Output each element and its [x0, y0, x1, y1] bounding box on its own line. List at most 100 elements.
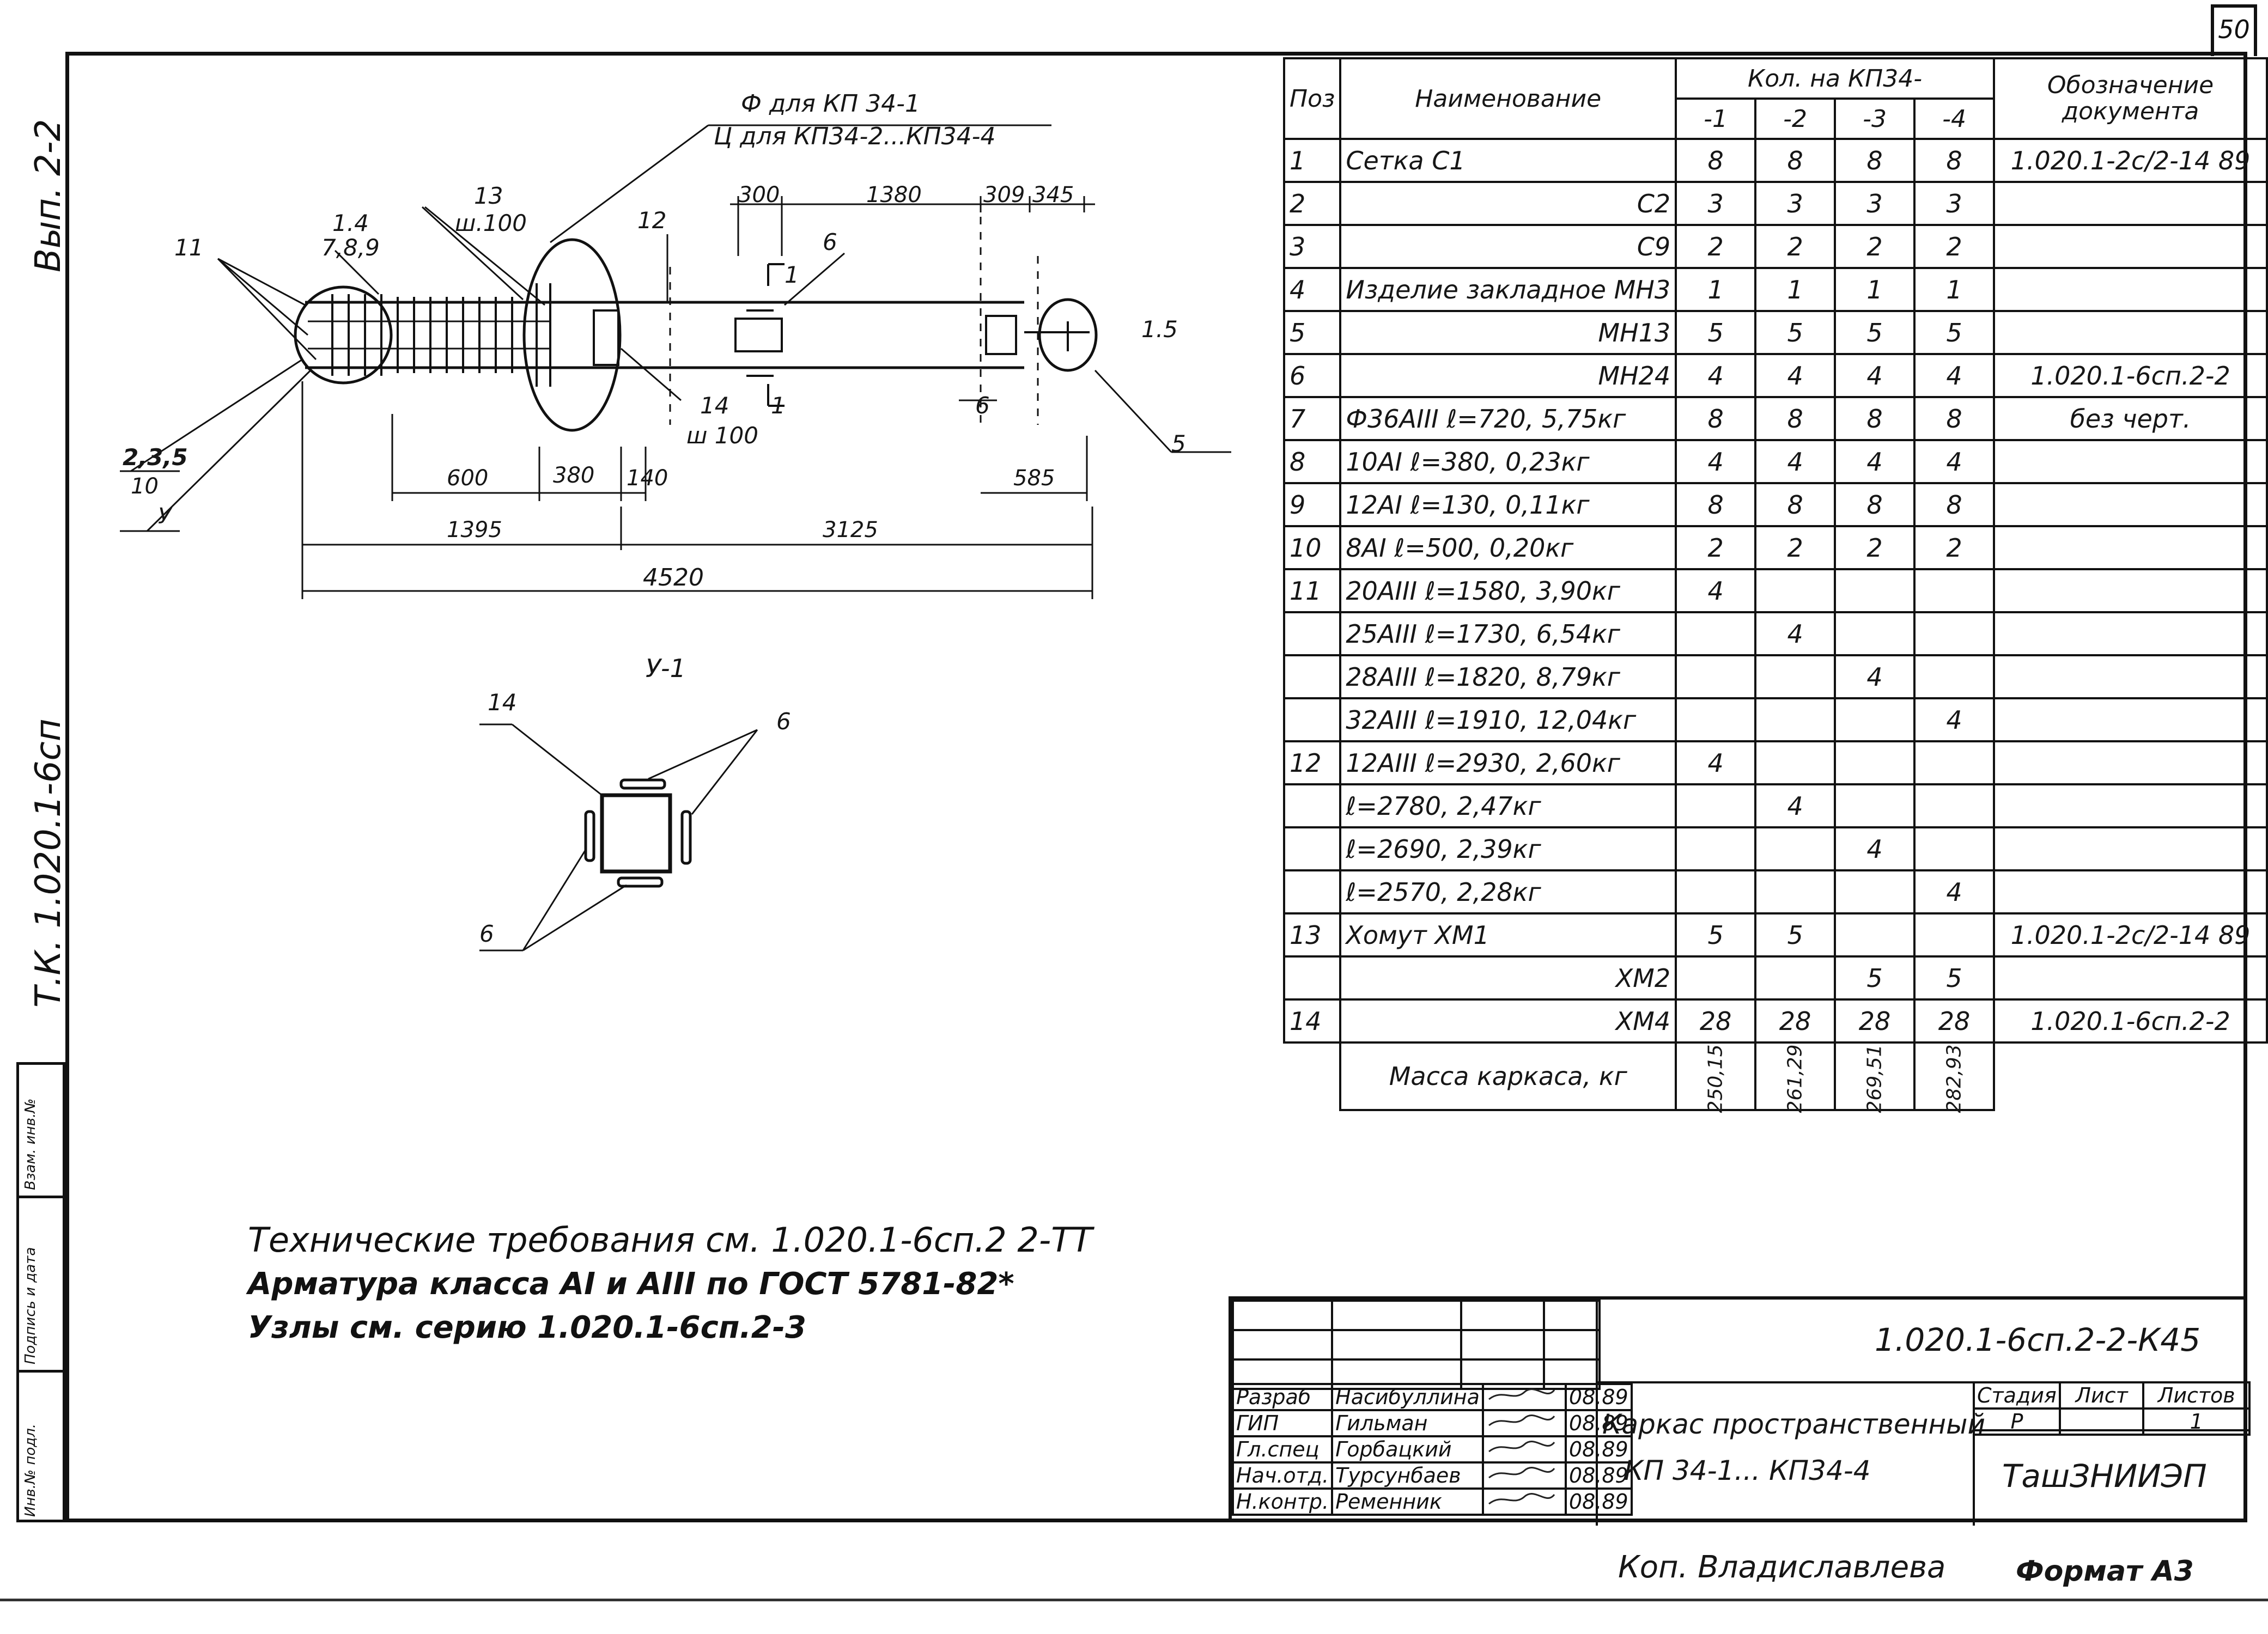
dim-300: 300: [738, 182, 780, 208]
mass-value: 250,15: [1704, 1044, 1727, 1113]
spec-name: С2: [1339, 181, 1677, 226]
spec-pos: 2: [1282, 181, 1342, 226]
spec-qty: [1675, 955, 1757, 1001]
spec-pos: 3: [1282, 224, 1342, 269]
spec-pos: 8: [1282, 439, 1342, 484]
spec-name: 32АIII ℓ=1910, 12,04кг: [1339, 697, 1677, 742]
dim-140: 140: [627, 466, 668, 491]
spec-name: 20АIII ℓ=1580, 3,90кг: [1339, 568, 1677, 613]
spec-qty: [1675, 826, 1757, 871]
spec-name: 28АIII ℓ=1820, 8,79кг: [1339, 654, 1677, 699]
spec-qty: 8: [1754, 138, 1837, 183]
spec-qty: 2: [1754, 224, 1837, 269]
dim-380: 380: [553, 463, 595, 488]
signature-cell: [1481, 1435, 1567, 1464]
label-pos5: 5: [1171, 430, 1186, 457]
label-pos10: 10: [131, 474, 159, 499]
signature-cell: [1481, 1383, 1567, 1411]
spec-qty: [1754, 826, 1837, 871]
spec-doc: 1.020.1-6сп.2-2: [1993, 998, 2268, 1044]
spec-qty: 4: [1913, 439, 1995, 484]
mass-value: 282,93: [1943, 1044, 1966, 1113]
section-label-6a: 6: [776, 708, 791, 735]
spec-qty: [1675, 869, 1757, 914]
footer-copied: Коп. Владиславлева: [1618, 1550, 1946, 1585]
label-pos11: 11: [174, 234, 204, 261]
spec-qty: 8: [1834, 138, 1916, 183]
signature-cell: [1481, 1461, 1567, 1490]
spec-name: МН24: [1339, 353, 1677, 398]
spec-qty: [1754, 568, 1837, 613]
spec-qty: 5: [1675, 310, 1757, 355]
spec-doc: [1993, 826, 2268, 871]
spec-qty: [1754, 869, 1837, 914]
spec-doc: [1993, 224, 2268, 269]
spec-qty: [1913, 740, 1995, 785]
spec-header-qty: Кол. на КП34-: [1675, 57, 1995, 100]
spec-qty: 28: [1834, 998, 1916, 1044]
dim-600: 600: [447, 466, 489, 491]
spec-qty: 3: [1913, 181, 1995, 226]
spec-qty: 4: [1754, 439, 1837, 484]
spec-qty: 8: [1913, 138, 1995, 183]
signature-role: Разраб: [1231, 1383, 1334, 1411]
spec-pos: 9: [1282, 482, 1342, 527]
section-label-14: 14: [488, 689, 517, 716]
spec-qty: [1834, 697, 1916, 742]
spec-qty: 28: [1675, 998, 1757, 1044]
spec-qty: [1754, 740, 1837, 785]
spec-qty: 2: [1675, 224, 1757, 269]
signature-cell: [1481, 1487, 1567, 1516]
spec-header-pos: Поз: [1282, 57, 1342, 140]
spec-qty: [1675, 783, 1757, 828]
spec-pos: [1282, 869, 1342, 914]
label-pos6-right: 6: [975, 392, 990, 419]
spec-qty: 3: [1675, 181, 1757, 226]
signature-role: ГИП: [1231, 1409, 1334, 1437]
dim-1395: 1395: [447, 517, 502, 542]
signature-date: 08.89: [1564, 1409, 1633, 1437]
spec-doc: 1.020.1-2с/2-14 89: [1993, 138, 2268, 183]
spec-pos: 10: [1282, 525, 1342, 570]
signature-role: Нач.отд.: [1231, 1461, 1334, 1490]
signature-date: 08.89: [1564, 1383, 1633, 1411]
spec-qty: [1913, 654, 1995, 699]
section-title: У-1: [646, 654, 686, 683]
spec-name: Хомут ХМ1: [1339, 912, 1677, 958]
spec-doc: [1993, 439, 2268, 484]
spec-qty: 4: [1913, 869, 1995, 914]
dim-4520: 4520: [643, 564, 704, 592]
spec-header-name: Наименование: [1339, 57, 1677, 140]
spec-qty: 3: [1834, 181, 1916, 226]
spec-qty: 4: [1754, 611, 1837, 656]
label-posY: У: [158, 504, 172, 529]
spec-qty: 4: [1913, 353, 1995, 398]
spec-pos: [1282, 783, 1342, 828]
label-w100-bot: ш 100: [686, 422, 758, 449]
spec-name: ХМ2: [1339, 955, 1677, 1001]
spec-qty: 5: [1834, 955, 1916, 1001]
dim-585: 585: [1013, 466, 1055, 491]
doc-title-1: Каркас пространственный: [1602, 1409, 1986, 1440]
spec-name: Изделие закладное МН3: [1339, 267, 1677, 312]
spec-doc: [1993, 568, 2268, 613]
footer-format: Формат А3: [2016, 1555, 2194, 1588]
spec-header-doc: Обозначение документа: [1993, 57, 2268, 140]
spec-name: 10АI ℓ=380, 0,23кг: [1339, 439, 1677, 484]
signature-mark: [1488, 1493, 1555, 1505]
spec-name: МН13: [1339, 310, 1677, 355]
